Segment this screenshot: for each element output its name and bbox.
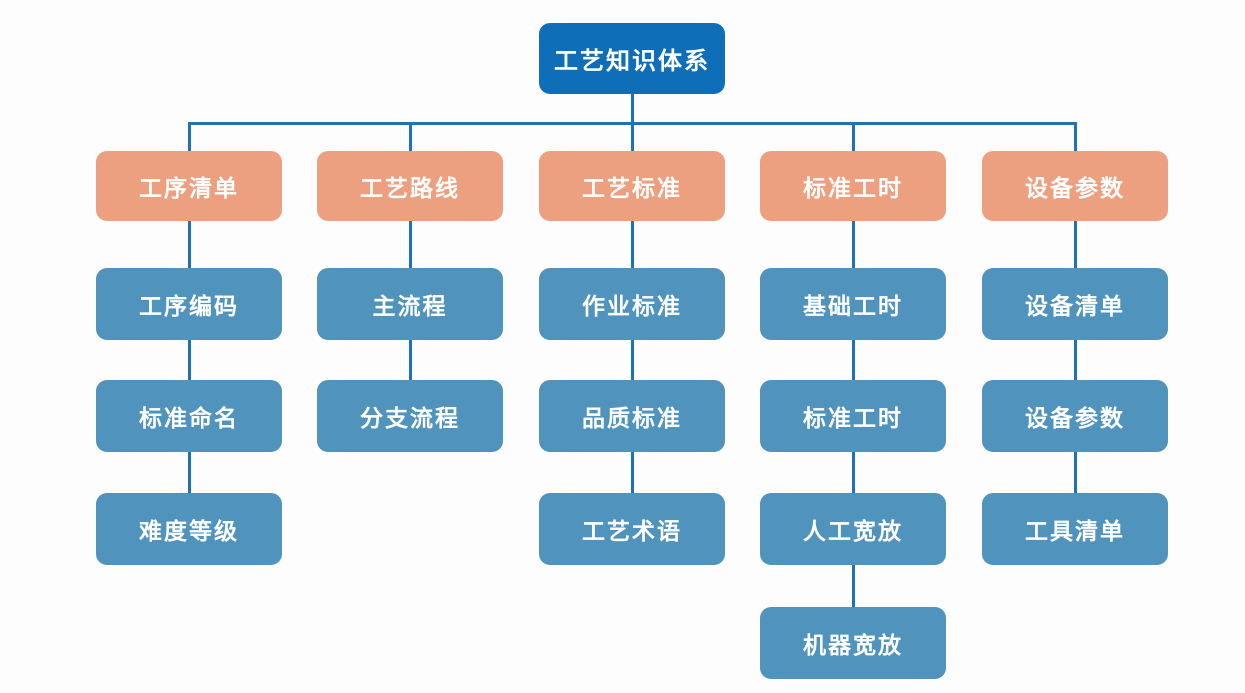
branch-node-process-list: 工序清单: [96, 151, 282, 221]
connector-column-4: [852, 122, 855, 627]
connector-column-2: [409, 122, 412, 400]
child-node: 设备清单: [982, 268, 1168, 340]
child-node: 人工宽放: [760, 493, 946, 565]
child-node: 标准命名: [96, 380, 282, 452]
child-node: 分支流程: [317, 380, 503, 452]
branch-node-equipment-params: 设备参数: [982, 151, 1168, 221]
connector-root-stem: [631, 94, 634, 125]
root-node: 工艺知识体系: [539, 23, 725, 94]
child-node: 工艺术语: [539, 493, 725, 565]
child-node: 设备参数: [982, 380, 1168, 452]
child-node: 主流程: [317, 268, 503, 340]
branch-node-standard-hours: 标准工时: [760, 151, 946, 221]
child-node: 难度等级: [96, 493, 282, 565]
child-node: 工具清单: [982, 493, 1168, 565]
branch-node-process-route: 工艺路线: [317, 151, 503, 221]
child-node: 作业标准: [539, 268, 725, 340]
child-node: 标准工时: [760, 380, 946, 452]
child-node: 机器宽放: [760, 607, 946, 679]
child-node: 工序编码: [96, 268, 282, 340]
child-node: 基础工时: [760, 268, 946, 340]
child-node: 品质标准: [539, 380, 725, 452]
branch-node-process-standard: 工艺标准: [539, 151, 725, 221]
